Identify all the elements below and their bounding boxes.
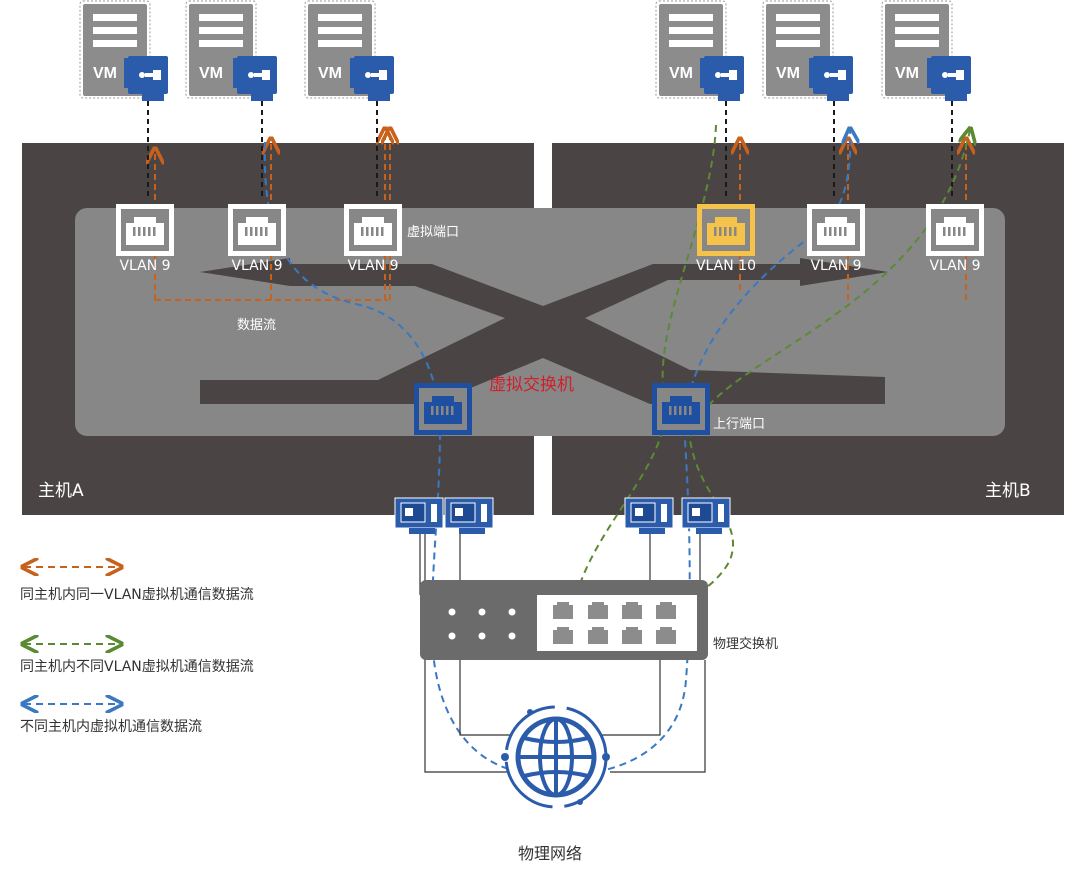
globe-icon	[501, 705, 610, 809]
vm-links	[147, 92, 953, 200]
legend-item-green: 同主机内不同VLAN虚拟机通信数据流	[20, 659, 254, 675]
physical-switch	[420, 580, 708, 660]
uplink-port-icon	[414, 383, 472, 435]
uplink-port-icon	[652, 383, 710, 435]
physical-network-label: 物理网络	[518, 844, 583, 863]
physical-switch-label: 物理交换机	[713, 637, 779, 652]
virtual-port-icon	[344, 204, 402, 256]
legend-arrows	[24, 567, 120, 704]
virtual-port-icon	[228, 204, 286, 256]
data-flow-label: 数据流	[237, 318, 277, 333]
vlan-label: VLAN 9	[231, 258, 283, 274]
switch-arrows	[200, 258, 888, 404]
vlan-label: VLAN 9	[929, 258, 981, 274]
uplink-port-label: 上行端口	[713, 417, 766, 432]
vlan-label: VLAN 9	[119, 258, 171, 274]
physical-nic-icon	[444, 497, 494, 535]
legend-item-blue: 不同主机内虚拟机通信数据流	[20, 719, 202, 735]
blue-flow	[263, 130, 851, 777]
virtual-switch-label: 虚拟交换机	[489, 375, 574, 395]
green-flow	[576, 125, 970, 620]
host-b-label: 主机B	[985, 481, 1031, 501]
vlan-label: VLAN 9	[347, 258, 399, 274]
host-a-label: 主机A	[38, 481, 84, 501]
virtual-port-icon	[926, 204, 984, 256]
virtual-port-icon	[807, 204, 865, 256]
vlan-label: VLAN 9	[810, 258, 862, 274]
virtual-port-icon	[697, 204, 755, 256]
virtual-port-label: 虚拟端口	[407, 225, 460, 240]
virtual-port-icon	[116, 204, 174, 256]
vlan-label: VLAN 10	[695, 258, 756, 274]
physical-nic-icon	[624, 497, 674, 535]
legend-item-orange: 同主机内同一VLAN虚拟机通信数据流	[20, 587, 254, 603]
